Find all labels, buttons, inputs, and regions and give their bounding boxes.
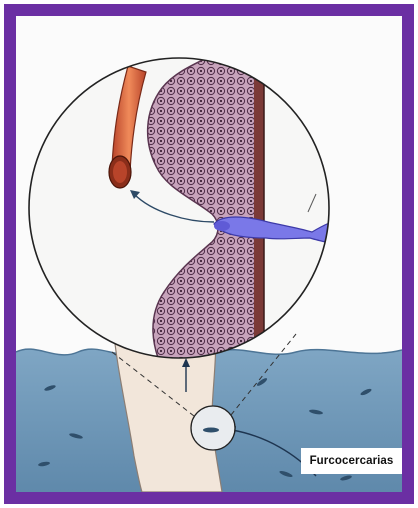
- cercaria-penetration-diagram: [16, 16, 402, 492]
- furcocercarias-label: Furcocercarias: [301, 448, 402, 474]
- figure-frame: Furcocercarias: [4, 4, 414, 504]
